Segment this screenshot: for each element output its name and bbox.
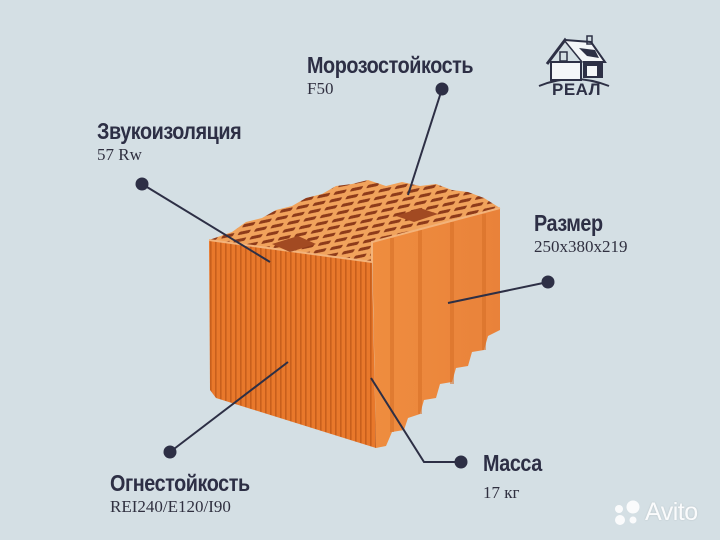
callout-size: Размер 250x380x219 — [534, 210, 628, 258]
house-icon — [538, 35, 610, 87]
avito-watermark: Avito — [612, 498, 698, 527]
fire-dot-icon — [163, 445, 177, 459]
fire-line — [169, 361, 289, 453]
callout-value: REI240/E120/I90 — [110, 497, 231, 516]
callout-title: Размер — [534, 210, 603, 236]
mass-line — [370, 377, 460, 463]
size-dot-icon — [541, 275, 555, 289]
callout-title: Звукоизоляция — [97, 118, 242, 144]
callout-fire: Огнестойкость REI240/E120/I90 — [110, 470, 272, 518]
callout-value: F50 — [307, 79, 334, 98]
callout-sound: Звукоизоляция 57 Rw — [97, 118, 265, 166]
callout-value: 250x380x219 — [534, 237, 628, 256]
callout-title: Морозостойкость — [307, 52, 474, 78]
callout-dots — [135, 82, 555, 469]
brick-side-face — [372, 208, 500, 448]
brick-front-face — [209, 240, 376, 448]
callout-frost: Морозостойкость F50 — [307, 52, 500, 100]
callout-value: 17 кг — [483, 483, 520, 502]
callout-value: 57 Rw — [97, 145, 142, 164]
frost-dot-icon — [435, 82, 449, 96]
callout-title: Масса — [483, 450, 542, 476]
brand-logo-text: РЕАЛ — [552, 80, 602, 99]
sound-dot-icon — [135, 177, 149, 191]
callout-title: Огнестойкость — [110, 470, 250, 496]
size-line — [447, 281, 549, 304]
frost-line — [407, 88, 443, 196]
mass-dot-icon — [454, 455, 468, 469]
callout-mass: Масса 17 кг — [483, 450, 551, 504]
avito-dots-icon — [615, 500, 640, 525]
sound-line — [141, 183, 271, 263]
callout-lines — [141, 88, 549, 463]
avito-text: Avito — [645, 498, 698, 526]
